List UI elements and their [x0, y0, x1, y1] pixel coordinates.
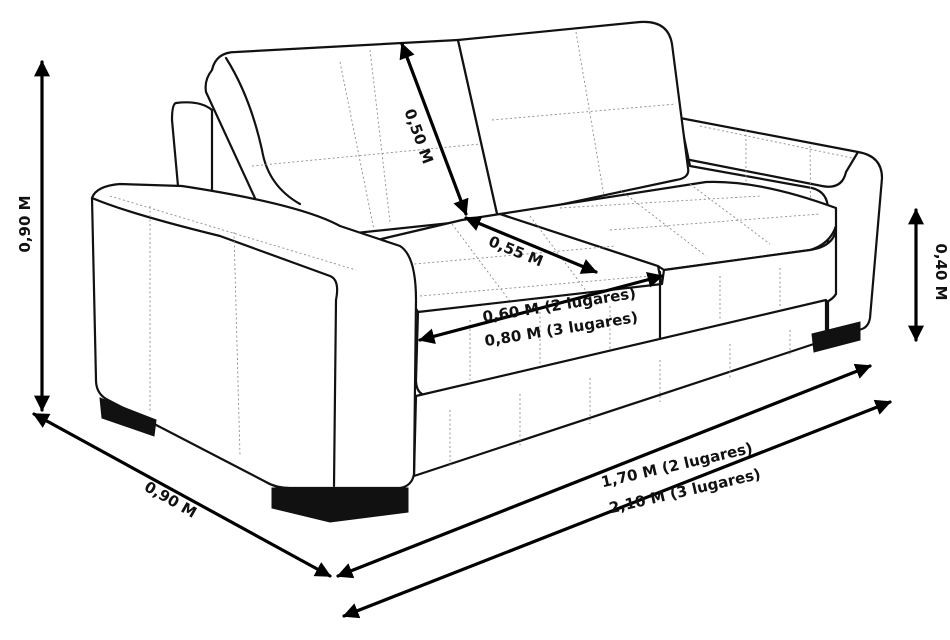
left-armrest-top-face [90, 196, 339, 488]
arrow-backrest-height [399, 42, 469, 216]
right-armrest-top-edge [688, 150, 860, 188]
arrow-seat-width [418, 271, 664, 345]
dimension-arrows [32, 42, 924, 619]
label-total-height: 0,90 M [16, 195, 34, 252]
arrow-width-3 [342, 399, 892, 619]
backrest-left-edge [224, 56, 302, 206]
backrest-right-cushion [456, 20, 690, 220]
backrest-stitch [251, 31, 677, 231]
foot-back-right [811, 321, 861, 353]
foot-front-right [271, 487, 409, 523]
rear-left-armrest [170, 101, 214, 196]
left-armrest-stitch [109, 195, 357, 457]
sofa-drawing [90, 20, 884, 523]
arrow-depth [32, 412, 332, 578]
arrow-seat-depth [464, 216, 598, 274]
label-seat-height: 0,40 M [932, 243, 950, 300]
